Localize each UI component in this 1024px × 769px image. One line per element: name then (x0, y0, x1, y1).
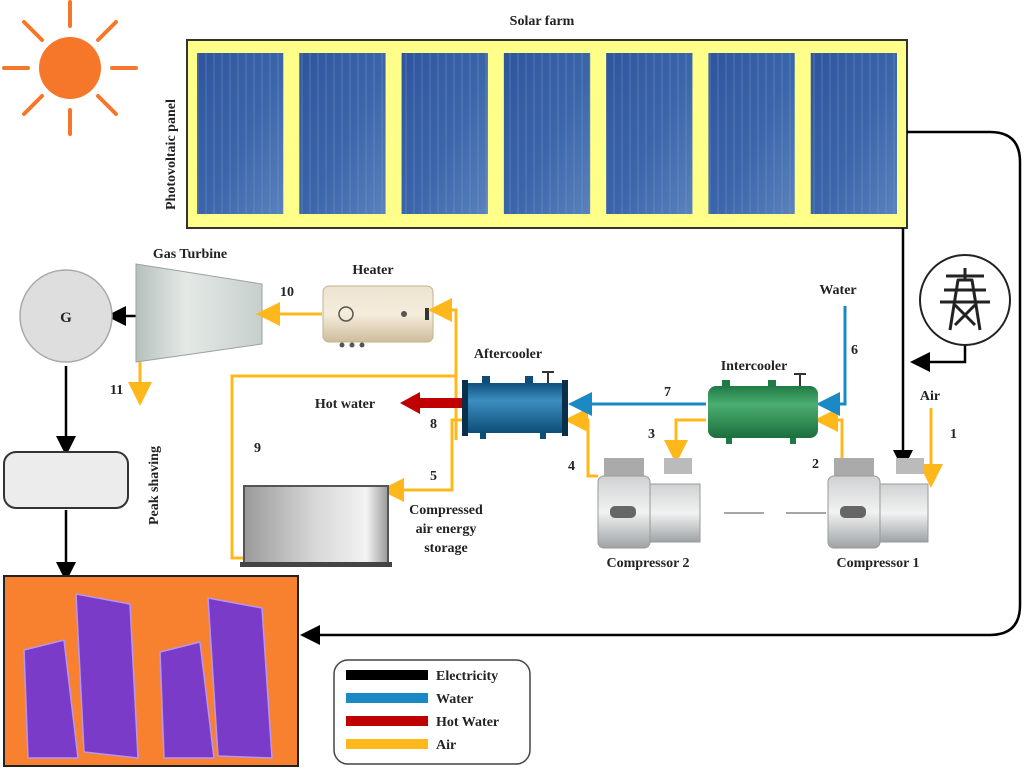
intercooler-label: Intercooler (721, 359, 788, 374)
state-point-7: 7 (664, 385, 671, 400)
peak-shaving-box (3, 451, 129, 509)
pv-panel-cells (606, 53, 693, 214)
storage-label-2: air energy (416, 522, 477, 537)
state-point-6: 6 (851, 343, 858, 358)
water-inlet-label: Water (819, 283, 856, 298)
compressor-2 (597, 458, 701, 549)
state-point-8: 8 (430, 417, 437, 432)
compressor-2-label: Compressor 2 (606, 556, 689, 571)
legend-label: Electricity (436, 669, 498, 684)
legend-swatch (346, 716, 428, 726)
legend-swatch (346, 670, 428, 680)
pv-panel-cells (401, 53, 488, 214)
water-lines (568, 306, 847, 416)
compressed-air-storage-tank (240, 485, 392, 567)
storage-label-1: Compressed (409, 503, 483, 518)
state-point-9: 9 (254, 441, 261, 456)
heater (322, 285, 434, 348)
state-point-10: 10 (280, 285, 294, 300)
state-point-3: 3 (648, 427, 655, 442)
storage-label-3: storage (424, 541, 468, 556)
solar-farm-title: Solar farm (510, 14, 575, 29)
pv-panel-cells (299, 53, 386, 214)
intercooler (708, 373, 818, 444)
gas-turbine (135, 263, 263, 363)
sun-icon (2, 0, 138, 136)
electricity-lines (56, 130, 1022, 645)
pv-panel-array (197, 53, 897, 214)
air-inlet-label: Air (920, 389, 940, 404)
compressor-1 (827, 458, 929, 549)
hot-water-line (400, 392, 464, 414)
aftercooler (462, 371, 568, 439)
hot-water-label: Hot water (315, 397, 375, 412)
pv-panel-cells (197, 53, 284, 214)
pv-panel-cells (503, 53, 591, 214)
pv-panel-cells (708, 53, 795, 214)
heater-label: Heater (352, 263, 393, 278)
solar-farm (186, 39, 908, 229)
gas-turbine-label: Gas Turbine (153, 247, 227, 262)
state-point-4: 4 (568, 459, 575, 474)
state-point-2: 2 (812, 457, 819, 472)
air-lines (128, 298, 943, 560)
peak-shaving-label: Peak shaving (147, 446, 162, 525)
power-grid-icon (919, 254, 1011, 346)
pv-panel-label: Photovoltaic panel (164, 99, 179, 210)
state-point-labels: 1 2 3 4 5 6 7 8 9 10 11 (110, 285, 957, 484)
state-point-11: 11 (110, 383, 123, 398)
legend-label: Air (436, 738, 456, 753)
legend-label: Hot Water (436, 715, 499, 730)
generator: G (19, 269, 113, 363)
generator-label: G (60, 310, 72, 326)
legend-swatch (346, 693, 428, 703)
consumer-buildings (3, 575, 299, 767)
state-point-5: 5 (430, 469, 437, 484)
legend-label: Water (436, 692, 473, 707)
state-point-1: 1 (950, 427, 957, 442)
aftercooler-label: Aftercooler (474, 347, 542, 362)
pv-panel-cells (810, 53, 897, 214)
legend-swatch (346, 739, 428, 749)
compressor-1-label: Compressor 1 (836, 556, 919, 571)
